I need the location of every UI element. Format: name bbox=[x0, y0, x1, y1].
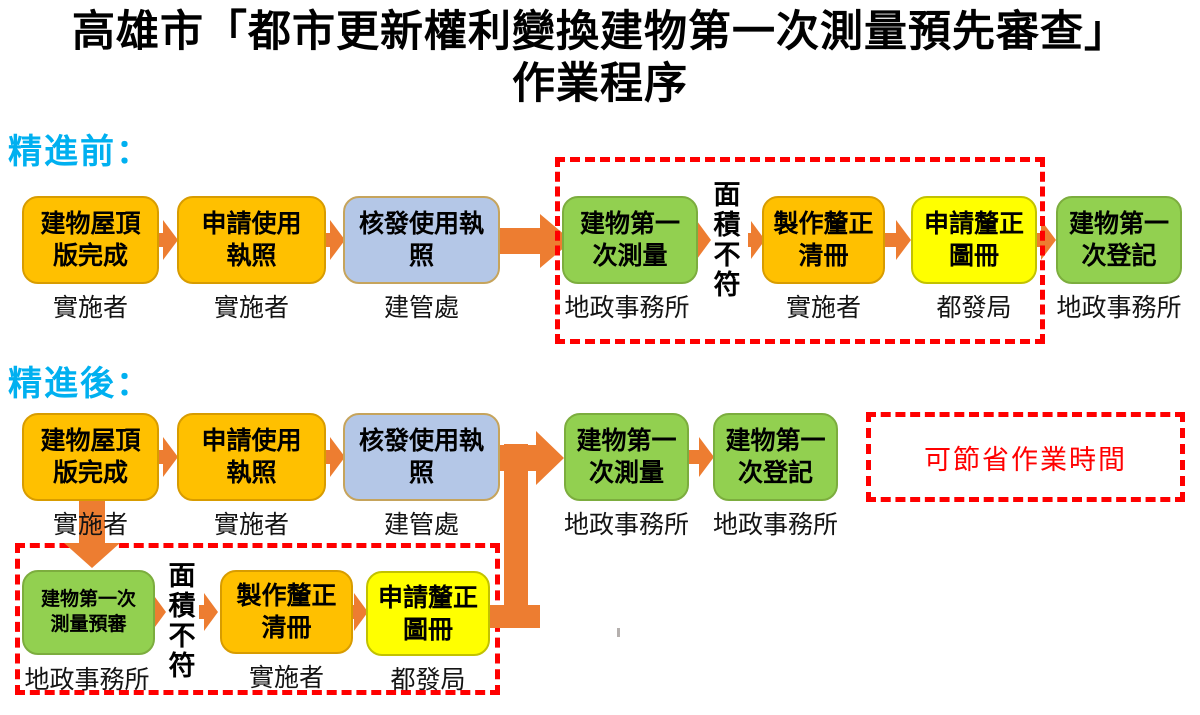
stray-mark bbox=[617, 628, 620, 637]
arrow-right-icon bbox=[157, 220, 178, 260]
section-heading-after: 精進後： bbox=[8, 365, 152, 403]
step-box-roof-complete-before: 建物屋頂版完成 bbox=[22, 196, 159, 284]
step-box-first-survey-after: 建物第一次測量 bbox=[564, 413, 689, 501]
step-box-apply-license-after: 申請使用執照 bbox=[177, 413, 326, 501]
step-box-first-registration-after: 建物第一次登記 bbox=[713, 413, 838, 501]
org-label: 實施者 bbox=[52, 295, 128, 322]
arrow-right-icon bbox=[157, 437, 178, 477]
org-label: 建管處 bbox=[383, 295, 459, 322]
org-label: 地政事務所 bbox=[564, 295, 690, 322]
org-label: 實施者 bbox=[785, 295, 861, 322]
mismatch-label-after: 面積不符 bbox=[168, 561, 196, 681]
org-label: 都發局 bbox=[390, 667, 466, 694]
org-label: 地政事務所 bbox=[1056, 295, 1182, 322]
org-label: 實施者 bbox=[213, 295, 289, 322]
org-label: 地政事務所 bbox=[24, 667, 150, 694]
org-label: 都發局 bbox=[936, 295, 1012, 322]
step-box-make-correction-list-after: 製作釐正清冊 bbox=[220, 570, 353, 654]
savings-note-box: 可節省作業時間 bbox=[866, 412, 1185, 502]
step-box-apply-license-before: 申請使用執照 bbox=[177, 196, 326, 284]
page-title-line1: 高雄市「都市更新權利變換建物第一次測量預先審查」 bbox=[72, 9, 1128, 56]
arrow-down-icon bbox=[64, 499, 120, 569]
step-box-survey-prereview: 建物第一次測量預審 bbox=[22, 570, 155, 655]
step-box-first-registration-before: 建物第一次登記 bbox=[1056, 196, 1182, 284]
step-box-make-correction-list-before: 製作釐正清冊 bbox=[762, 196, 885, 284]
org-label: 建管處 bbox=[383, 512, 459, 539]
org-label: 實施者 bbox=[213, 512, 289, 539]
highlight-frame-before bbox=[555, 157, 1045, 344]
page-title-line2: 作業程序 bbox=[512, 61, 688, 108]
step-box-apply-correction-atlas-after: 申請釐正圖冊 bbox=[366, 571, 490, 656]
step-box-roof-complete-after: 建物屋頂版完成 bbox=[22, 413, 159, 501]
arrow-right-icon bbox=[325, 437, 345, 477]
section-heading-before: 精進前： bbox=[8, 133, 152, 171]
step-box-issue-license-after: 核發使用執照 bbox=[343, 413, 500, 501]
org-label: 地政事務所 bbox=[563, 512, 689, 539]
step-box-issue-license-before: 核發使用執照 bbox=[343, 196, 500, 284]
arrow-right-icon bbox=[325, 220, 345, 260]
org-label: 實施者 bbox=[52, 512, 128, 539]
arrow-right-icon bbox=[199, 593, 218, 631]
org-label: 地政事務所 bbox=[712, 512, 838, 539]
savings-note-text: 可節省作業時間 bbox=[924, 444, 1127, 475]
arrow-right-icon bbox=[748, 221, 765, 259]
arrow-right-icon bbox=[884, 220, 911, 260]
mismatch-label-before: 面積不符 bbox=[713, 180, 741, 300]
step-box-apply-correction-atlas-before: 申請釐正圖冊 bbox=[911, 196, 1037, 284]
org-label: 實施者 bbox=[248, 665, 324, 692]
step-box-first-survey-before: 建物第一次測量 bbox=[562, 196, 698, 284]
connector-elbow-up bbox=[488, 444, 540, 628]
arrow-right-icon bbox=[689, 437, 714, 477]
